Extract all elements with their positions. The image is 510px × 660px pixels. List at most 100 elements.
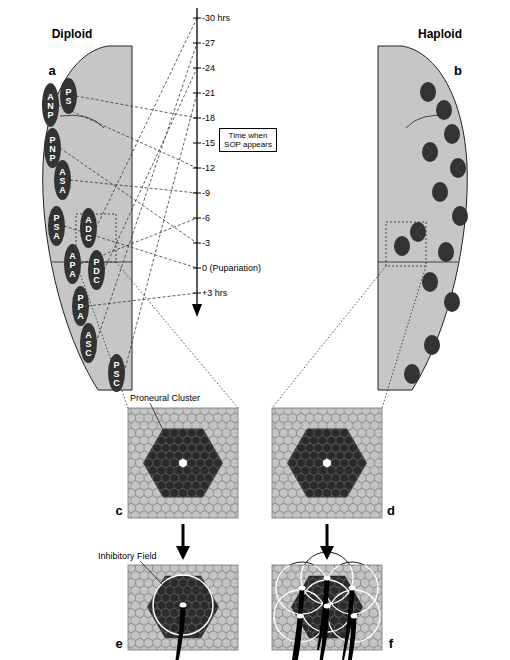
bristle-socket xyxy=(180,603,187,608)
axis-label: 0 (Pupariation) xyxy=(202,264,261,273)
bristle-ellipse: APA xyxy=(64,244,81,284)
timing-line xyxy=(124,93,197,373)
bristle-ellipse: PSC xyxy=(108,354,125,392)
bristle-shaft xyxy=(317,606,330,660)
bristle-spot xyxy=(438,242,454,262)
timing-line xyxy=(70,180,197,193)
bristle-spot xyxy=(410,222,426,242)
bristle-spot xyxy=(444,292,460,312)
panel-label: d xyxy=(387,504,395,517)
timing-lines xyxy=(58,18,197,373)
panel-label: f xyxy=(389,637,393,650)
panel-label: b xyxy=(454,64,462,77)
zoom-lines xyxy=(272,266,426,408)
stage-arrow xyxy=(182,524,185,548)
bristle-shaft xyxy=(173,605,186,660)
bristle-name: ASA xyxy=(58,167,67,194)
bristle-spot xyxy=(444,124,460,144)
panel-border xyxy=(128,408,238,518)
axis-label: Proneural Cluster xyxy=(130,394,200,403)
bristle-name: ASC xyxy=(84,330,93,357)
axis-label: -12 xyxy=(202,164,215,173)
panel-label: Haploid xyxy=(418,28,462,40)
panel-label: Diploid xyxy=(52,28,93,40)
box-text: Time when SOP appears xyxy=(221,131,275,149)
sop-cell xyxy=(179,458,188,468)
axis-ticks xyxy=(193,18,201,293)
bristle-spot xyxy=(422,272,438,292)
bristle-shaft xyxy=(290,616,303,660)
epidermis-cells xyxy=(272,565,382,650)
axis-label: -24 xyxy=(202,64,215,73)
axis-label: -21 xyxy=(202,89,215,98)
timing-line xyxy=(76,96,197,118)
bristle-shafts xyxy=(290,578,357,660)
timing-line xyxy=(104,68,197,270)
axis-label: -18 xyxy=(202,114,215,123)
leader-line xyxy=(150,403,163,430)
bristle-socket xyxy=(297,614,304,619)
bristle-socket xyxy=(349,586,356,591)
proneural-cluster xyxy=(143,428,223,497)
bristle-name: PSA xyxy=(52,213,61,240)
axis-label: -9 xyxy=(202,189,210,198)
cell-panel xyxy=(272,408,382,518)
panel-label: a xyxy=(48,64,55,77)
suture-line xyxy=(60,115,104,128)
bristle-shaft xyxy=(344,616,357,660)
time-axis xyxy=(196,8,197,306)
timing-line xyxy=(88,293,197,306)
hemi-notum xyxy=(378,46,467,390)
bristle-socket xyxy=(324,576,331,581)
panel-border xyxy=(272,408,382,518)
bristle-spots xyxy=(394,82,468,384)
bristle-ellipse: ASA xyxy=(54,160,71,200)
bristle-spot xyxy=(420,82,436,102)
bristle-ellipse: PPA xyxy=(72,286,89,326)
bristle-ellipse: ADC xyxy=(80,208,97,248)
bristle-ellipse: ASC xyxy=(80,323,97,363)
zoom-box xyxy=(386,222,426,266)
cell-panel xyxy=(272,565,382,650)
bristle-socket xyxy=(324,604,331,609)
cell-panel xyxy=(128,408,238,518)
stage-arrow xyxy=(326,524,329,548)
stage-arrow-head xyxy=(176,546,190,560)
bristle-spot xyxy=(424,335,440,355)
bristle-spot xyxy=(436,100,452,120)
axis-label: Inhibitory Field xyxy=(98,552,157,561)
timing-line xyxy=(96,43,197,343)
panel-label: e xyxy=(115,637,122,650)
cell-panel xyxy=(128,565,238,650)
bristle-name: APA xyxy=(68,251,77,278)
bristle-name: PDC xyxy=(92,257,101,284)
epidermis-cells xyxy=(128,565,238,650)
bristle-name: PPA xyxy=(76,293,85,320)
legend-box: Time when SOP appears xyxy=(219,128,277,152)
epidermis-cells xyxy=(128,408,238,518)
bristle-ellipse: PDC xyxy=(88,250,105,290)
panel-label: c xyxy=(115,504,122,517)
bristle-ellipse: PS xyxy=(60,78,77,114)
panel-border xyxy=(128,565,238,650)
bristle-spot xyxy=(394,236,410,256)
axis-label: -6 xyxy=(202,214,210,223)
bristle-name: PS xyxy=(64,87,73,105)
bristle-spot xyxy=(432,182,448,202)
bristle-name: ANP xyxy=(46,92,55,119)
stage-arrow-head xyxy=(320,546,334,560)
timing-line xyxy=(96,18,197,228)
bristle-name: ADC xyxy=(84,215,93,242)
bristle-socket xyxy=(351,614,358,619)
panel-border xyxy=(272,565,382,650)
bristle-spot xyxy=(450,158,466,178)
axis-label: -3 xyxy=(202,239,210,248)
axis-label: -30 hrs xyxy=(202,14,230,23)
bristle-ellipse: PSA xyxy=(48,206,65,246)
axis-label: +3 hrs xyxy=(202,289,227,298)
axis-label: -15 xyxy=(202,139,215,148)
axis-arrow xyxy=(192,304,202,317)
bristle-spot xyxy=(404,364,420,384)
bristle-sockets xyxy=(297,576,358,619)
